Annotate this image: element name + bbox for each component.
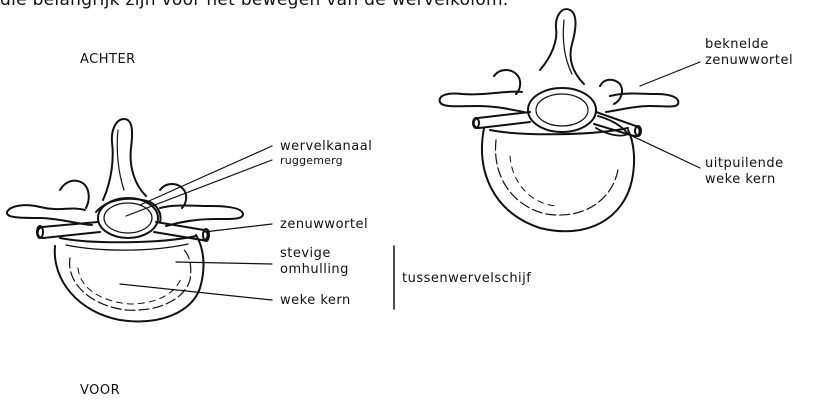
label-pinched-line1: beknelde <box>705 37 793 53</box>
label-firm-casing-line1: stevige <box>280 246 349 262</box>
label-spinal-canal: wervelkanaal <box>280 140 372 153</box>
label-intervertebral-disc: tussenwervelschijf <box>402 272 531 285</box>
label-spinal-cord: ruggemerg <box>280 155 343 166</box>
left-spinal-cord <box>98 198 158 238</box>
left-nerve-root-right <box>154 222 208 240</box>
left-disc-annulus <box>70 250 191 310</box>
label-bulging-line2: weke kern <box>705 172 784 188</box>
label-nerve-root: zenuwwortel <box>280 218 368 231</box>
left-spinous-process <box>103 119 146 200</box>
label-firm-casing: stevige omhulling <box>280 246 349 278</box>
label-bulging-nucleus: uitpuilende weke kern <box>705 156 784 188</box>
left-facet-left <box>7 205 92 225</box>
label-soft-nucleus: weke kern <box>280 294 351 307</box>
label-pinched-nerve-root: beknelde zenuwwortel <box>705 37 793 69</box>
left-facet-right <box>160 206 243 227</box>
right-spinous-process <box>540 9 584 84</box>
label-bulging-line1: uitpuilende <box>705 156 784 172</box>
leader-lines <box>120 62 700 300</box>
left-vertebral-body <box>55 235 204 321</box>
right-vertebra <box>440 9 679 231</box>
label-firm-casing-line2: omhulling <box>280 262 349 278</box>
left-vertebra <box>7 119 243 321</box>
orientation-top-label: ACHTER <box>80 53 136 66</box>
orientation-bottom-label: VOOR <box>80 384 120 397</box>
label-pinched-line2: zenuwwortel <box>705 53 793 69</box>
right-vertebral-body <box>482 128 634 231</box>
